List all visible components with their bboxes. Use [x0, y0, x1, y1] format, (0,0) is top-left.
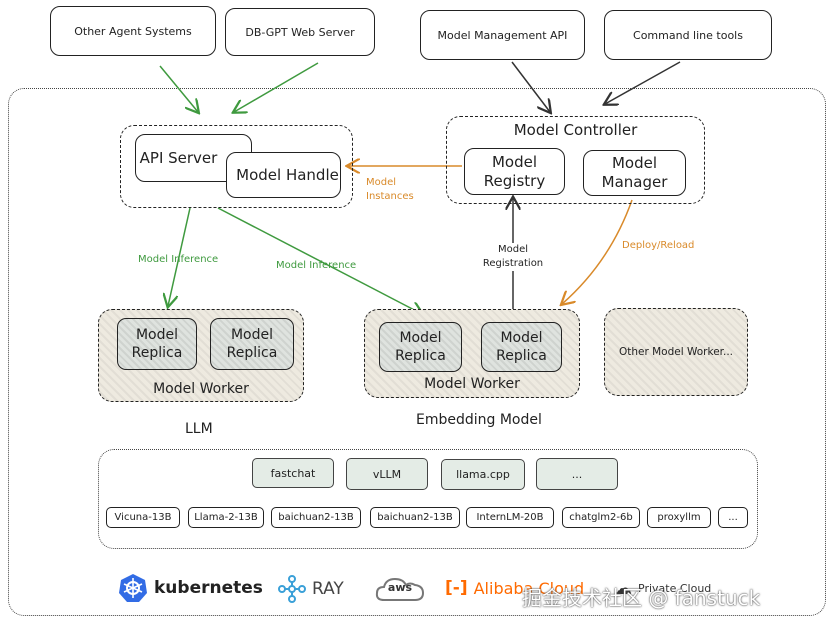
model-baichuan2-b: baichuan2-13B	[370, 507, 460, 528]
model-baichuan2-a: baichuan2-13B	[271, 507, 361, 528]
model-chatglm2: chatglm2-6b	[562, 507, 640, 528]
kubernetes-icon	[118, 573, 148, 603]
model-handle-label: Model Handle	[236, 165, 339, 184]
api-server-label: API Server	[139, 148, 218, 167]
model-handle-box: Model Handle	[226, 152, 341, 198]
ray-icon	[278, 575, 306, 603]
aws-icon: aws	[374, 574, 426, 604]
framework-more: ...	[536, 458, 618, 490]
webserver-label: DB-GPT Web Server	[245, 25, 355, 39]
framework-llamacpp: llama.cpp	[441, 459, 525, 490]
framework-vllm: vLLM	[346, 458, 428, 490]
model-registry-box: Model Registry	[464, 148, 565, 195]
emb-replica-2: Model Replica	[481, 322, 562, 372]
alibaba-wordmark: Alibaba Cloud	[473, 578, 585, 598]
mgmt-api-label: Model Management API	[437, 28, 568, 42]
api-server-box: API Server	[135, 134, 252, 182]
webserver-box: DB-GPT Web Server	[225, 8, 375, 56]
cli-label: Command line tools	[633, 28, 743, 42]
model-registration-label: Model Registration	[474, 243, 552, 271]
edge-deploy-reload	[562, 199, 633, 304]
private-cloud-wordmark: Private Cloud	[638, 582, 712, 595]
other-worker-label: Other Model Worker...	[618, 346, 734, 358]
model-llama2: Llama-2-13B	[188, 507, 264, 528]
model-more: ...	[718, 507, 748, 528]
model-inference-label-2: Model Inference	[276, 260, 357, 271]
runtime-container	[98, 449, 758, 549]
mgmt-api-box: Model Management API	[420, 10, 585, 60]
platform-alibaba: [-] Alibaba Cloud	[445, 578, 584, 598]
model-inference-label-1: Model Inference	[138, 254, 219, 265]
llm-replica-2: Model Replica	[210, 318, 294, 370]
aws-wordmark: aws	[387, 581, 413, 594]
api-group	[120, 125, 353, 208]
platform-aws: aws	[374, 574, 426, 604]
llm-worker-label: Model Worker	[153, 381, 249, 397]
llm-replica-1: Model Replica	[117, 318, 197, 370]
model-registry-label: Model Registry	[483, 152, 546, 190]
ray-wordmark: RAY	[312, 579, 344, 599]
emb-replica-1: Model Replica	[379, 322, 462, 372]
model-manager-label: Model Manager	[601, 154, 668, 191]
framework-fastchat: fastchat	[252, 458, 334, 488]
platform-kubernetes: kubernetes	[118, 573, 263, 603]
edge-webserver-to-api	[234, 62, 319, 112]
deploy-reload-label: Deploy/Reload	[622, 240, 695, 251]
cloud-icon: ☁	[614, 578, 632, 599]
model-instances-label: Model Instances	[366, 177, 414, 202]
watermark: 掘金技术社区 @ fanstuck	[522, 586, 761, 610]
edge-cli-to-controller	[605, 61, 681, 104]
alibaba-icon: [-]	[445, 578, 468, 598]
edge-inference-llm	[168, 207, 191, 306]
edge-agents-to-api	[159, 65, 198, 112]
llm-caption: LLM	[185, 421, 213, 437]
embedding-caption: Embedding Model	[416, 412, 542, 428]
other-agent-systems-label: Other Agent Systems	[74, 24, 192, 38]
system-container	[8, 88, 826, 616]
other-agent-systems-box: Other Agent Systems	[50, 6, 216, 56]
platform-ray: RAY	[278, 575, 344, 603]
model-manager-box: Model Manager	[583, 150, 686, 196]
model-vicuna: Vicuna-13B	[106, 507, 180, 528]
edge-inference-embedding	[217, 207, 422, 314]
model-internlm: InternLM-20B	[466, 507, 554, 528]
platform-private-cloud: ☁ Private Cloud	[614, 578, 711, 599]
other-worker-group: Other Model Worker...	[604, 308, 748, 396]
controller-title: Model Controller	[513, 121, 638, 139]
kubernetes-wordmark: kubernetes	[154, 578, 263, 598]
cli-box: Command line tools	[604, 10, 772, 60]
controller-group	[446, 116, 705, 204]
edge-mgmt-to-controller	[511, 61, 550, 112]
model-proxyllm: proxyllm	[647, 507, 711, 528]
embedding-worker-label: Model Worker	[424, 376, 520, 392]
